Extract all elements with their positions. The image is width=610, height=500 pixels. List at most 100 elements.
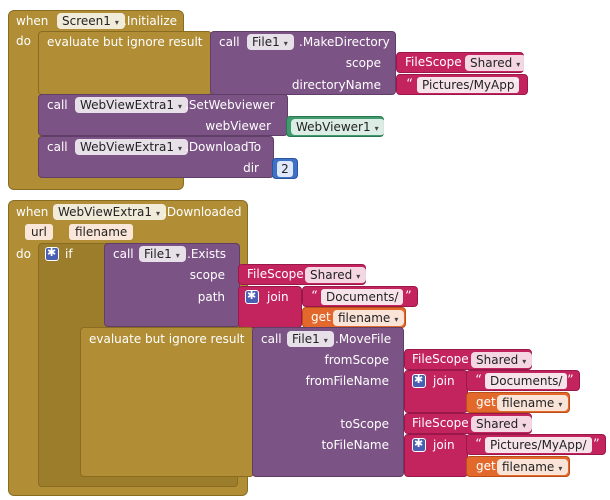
string-literal-block[interactable]: “ Pictures/MyApp ” [396,74,528,95]
variable-dropdown[interactable]: filename▾ [497,459,569,475]
chevron-down-icon: ▾ [175,251,180,260]
join-block[interactable]: join [404,370,468,413]
get-variable-block[interactable]: get filename▾ [466,392,570,413]
chevron-down-icon: ▾ [155,209,160,218]
move-file-call-block[interactable]: call File1▾ .MoveFile fromScope fromFile… [252,327,404,477]
close-quote: ” [593,437,600,452]
number-literal-block[interactable]: 2 [272,158,298,179]
method-name: .SetWebviewer [185,98,275,112]
variable-dropdown[interactable]: filename▾ [497,395,569,411]
join-keyword: join [433,374,455,388]
variable-name: filename [502,396,555,410]
make-directory-call-block[interactable]: call File1▾ .MakeDirectory scope directo… [210,31,396,95]
evaluate-ignore-block[interactable]: evaluate but ignore result [38,31,212,95]
chevron-down-icon: ▾ [394,315,399,324]
component-name: WebViewer1 [296,120,371,134]
evaluate-ignore-label: evaluate but ignore result [89,332,245,346]
param-filename[interactable]: filename [69,224,134,240]
filescope-shared-block[interactable]: FileScope Shared▾ [404,413,533,434]
file1-component-dropdown[interactable]: File1▾ [287,331,334,347]
scope-value: Shared [310,268,353,282]
when-keyword: when [16,205,49,219]
string-literal-block[interactable]: “ Documents/ ” [466,370,580,391]
directory-name-param-label: directoryName [291,78,381,92]
open-quote: “ [406,77,413,92]
file1-component-dropdown[interactable]: File1▾ [247,34,294,50]
get-keyword: get [476,459,496,473]
join-block[interactable]: join [404,434,468,477]
open-quote: “ [475,437,482,452]
path-text[interactable]: Documents/ [321,289,404,305]
filescope-label: FileScope [247,267,304,281]
to-file-name-param-label: toFileName [321,438,389,452]
string-literal-block[interactable]: “ Documents/ ” [302,286,418,307]
when-keyword: when [16,14,49,28]
string-literal-block[interactable]: “ Pictures/MyApp/ ” [466,434,606,455]
webviewextra1-component-dropdown[interactable]: WebViewExtra1▾ [53,204,166,220]
path-param-label: path [197,290,225,304]
close-quote: ” [567,373,574,388]
join-block[interactable]: join [238,286,302,328]
get-variable-block[interactable]: get filename▾ [466,456,570,477]
to-file-name-text[interactable]: Pictures/MyApp/ [485,437,592,453]
method-name: .Exists [187,247,227,261]
join-keyword: join [267,290,289,304]
scope-value-dropdown[interactable]: Shared▾ [471,352,533,368]
filescope-shared-block[interactable]: FileScope Shared▾ [396,52,527,73]
do-keyword: do [16,34,31,48]
mutator-gear-icon[interactable] [245,289,259,304]
chevron-down-icon: ▾ [522,357,527,366]
variable-dropdown[interactable]: filename▾ [333,310,405,326]
webviewer1-component-block[interactable]: WebViewer1▾ [286,116,385,137]
mutator-gear-icon[interactable] [45,246,59,261]
component-name: File1 [292,332,320,346]
component-name: File1 [144,247,172,261]
close-quote: ” [513,77,520,92]
webviewextra1-component-dropdown[interactable]: WebViewExtra1▾ [75,97,188,113]
file1-component-dropdown[interactable]: File1▾ [139,246,186,262]
param-url[interactable]: url [25,224,53,240]
method-name: .MoveFile [335,332,392,346]
download-to-call-block[interactable]: call WebViewExtra1▾ .DownloadTo dir [38,136,274,178]
number-value[interactable]: 2 [277,161,293,177]
set-webviewer-call-block[interactable]: call WebViewExtra1▾ .SetWebviewer webVie… [38,94,288,136]
chevron-down-icon: ▾ [522,421,527,430]
filescope-shared-block[interactable]: FileScope Shared▾ [404,349,533,370]
file-exists-call-block[interactable]: call File1▾ .Exists scope path [104,243,240,327]
get-keyword: get [476,395,496,409]
call-keyword: call [47,98,68,112]
do-keyword: do [16,247,31,261]
chevron-down-icon: ▾ [283,39,288,48]
mutator-gear-icon[interactable] [412,437,426,452]
method-name: .DownloadTo [185,140,262,154]
directory-name-text[interactable]: Pictures/MyApp [417,77,520,93]
chevron-down-icon: ▾ [323,336,328,345]
scope-param-label: scope [189,268,225,282]
filescope-shared-block[interactable]: FileScope Shared▾ [238,264,367,285]
scope-value-dropdown[interactable]: Shared▾ [305,267,367,283]
scope-value-dropdown[interactable]: Shared▾ [465,55,527,71]
call-keyword: call [47,140,68,154]
scope-value: Shared [470,56,513,70]
webviewextra1-component-dropdown[interactable]: WebViewExtra1▾ [75,139,188,155]
event-name: .Initialize [123,14,178,28]
call-keyword: call [219,35,240,49]
scope-value-dropdown[interactable]: Shared▾ [471,416,533,432]
dir-param-label: dir [243,161,259,175]
component-name: Screen1 [62,14,111,28]
webviewer-param-label: webViewer [205,119,271,133]
call-keyword: call [261,332,282,346]
screen1-component-dropdown[interactable]: Screen1▾ [57,13,125,29]
get-keyword: get [311,310,331,324]
from-file-name-text[interactable]: Documents/ [485,373,568,389]
from-file-name-param-label: fromFileName [305,374,389,388]
chevron-down-icon: ▾ [177,102,182,111]
mutator-gear-icon[interactable] [412,373,426,388]
get-variable-block[interactable]: get filename▾ [302,307,406,328]
evaluate-ignore-block[interactable]: evaluate but ignore result [80,327,254,477]
scope-value: Shared [476,417,519,431]
webviewer1-dropdown[interactable]: WebViewer1▾ [291,119,385,135]
from-scope-param-label: fromScope [324,353,389,367]
join-keyword: join [433,438,455,452]
filescope-label: FileScope [412,416,469,430]
